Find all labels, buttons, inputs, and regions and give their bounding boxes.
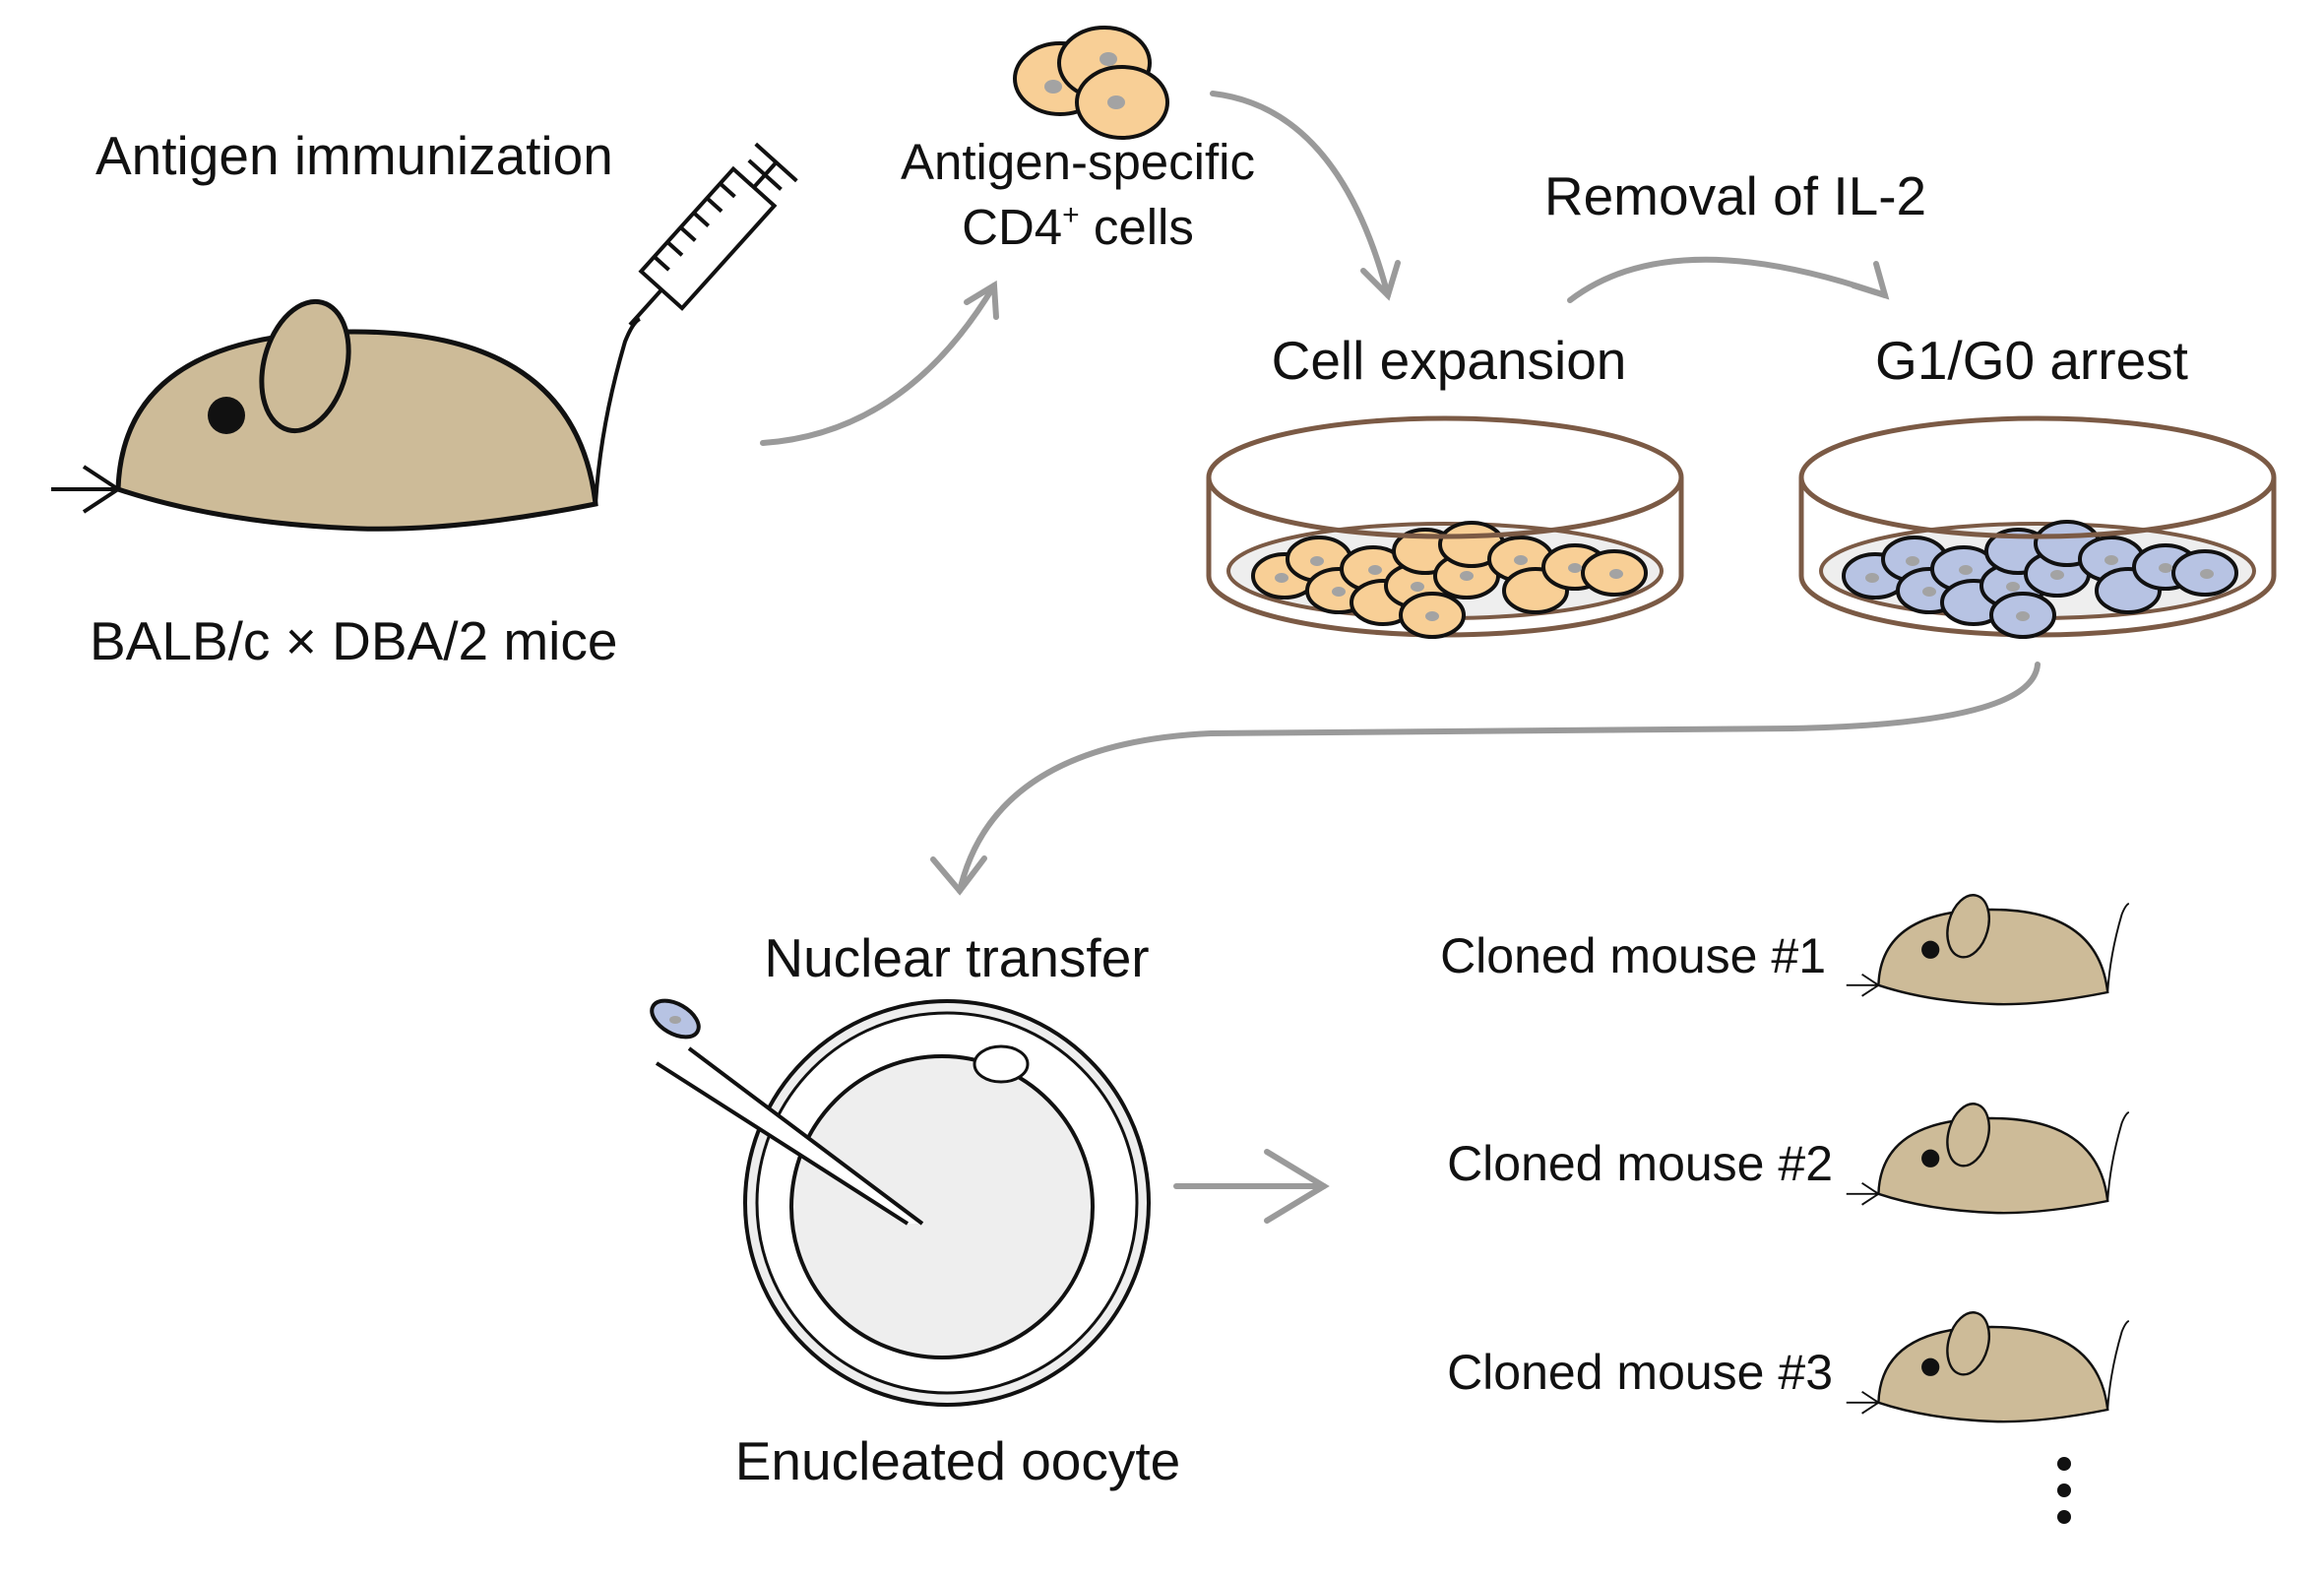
removal-il2-label: Removal of IL-2 (1544, 165, 1926, 226)
cloned-mouse-3-label: Cloned mouse #3 (1447, 1345, 1833, 1400)
g1g0-arrest-label: G1/G0 arrest (1875, 330, 2188, 391)
cell-expansion-label: Cell expansion (1272, 330, 1627, 391)
arrow-removal-il2 (1567, 256, 1888, 303)
arrow-cells-to-expansion (1210, 91, 1391, 298)
arrow-oocyte-to-clones-head (1264, 1149, 1330, 1224)
cloned-mouse-3: Cloned mouse #3 (1447, 1306, 2131, 1423)
arrow-arrest-to-transfer (957, 662, 2041, 894)
cloned-mouse-1: Cloned mouse #1 (1440, 889, 2131, 1006)
cd4-text: CD4 (962, 199, 1062, 255)
arrow-cells-to-expansion-head (1360, 260, 1401, 301)
g1g0-arrest-dish (1798, 415, 2277, 639)
donor-mouse (51, 291, 640, 529)
mouse-strain-label: BALB/c × DBA/2 mice (90, 610, 617, 671)
antigen-specific-label: Antigen-specific (901, 134, 1255, 190)
arrow-arrest-to-transfer-head (930, 855, 987, 896)
flow-arrows (760, 91, 2041, 1224)
more-clones-ellipsis-icon (2057, 1457, 2071, 1524)
cloned-mouse-2-label: Cloned mouse #2 (1447, 1136, 1833, 1191)
syringe-icon (628, 142, 798, 327)
cd4-superscript: + (1062, 199, 1080, 231)
cloned-mouse-2: Cloned mouse #2 (1447, 1098, 2131, 1215)
arrow-removal-il2-head (1851, 261, 1890, 300)
enucleated-oocyte-label: Enucleated oocyte (735, 1430, 1181, 1491)
arrow-mouse-to-cells-head (964, 280, 999, 320)
antigen-immunization-label: Antigen immunization (95, 125, 613, 186)
enucleated-oocyte (743, 999, 1151, 1407)
cloned-mouse-1-label: Cloned mouse #1 (1440, 928, 1826, 983)
arrow-mouse-to-cells (760, 283, 997, 446)
nuclear-transfer-label: Nuclear transfer (764, 927, 1149, 988)
cells-text: cells (1080, 199, 1194, 255)
cell-expansion-dish (1206, 415, 1684, 639)
micropipette (650, 998, 924, 1226)
antigen-specific-cell-cluster (1013, 26, 1169, 140)
cd4-cells-label: CD4+ cells (962, 199, 1194, 255)
